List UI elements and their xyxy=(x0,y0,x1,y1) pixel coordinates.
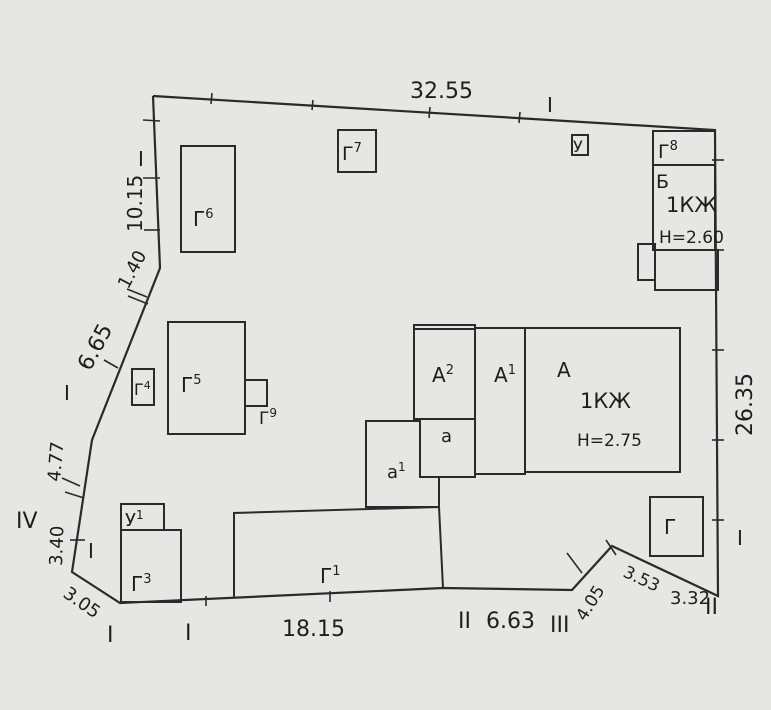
label-g8: Г8 xyxy=(658,139,678,163)
fence-mark-left-upper: I xyxy=(138,147,144,171)
fence-mark-left-mid: I xyxy=(64,381,70,405)
dim-left-diagonal: 6.65 xyxy=(73,320,118,375)
fence-mark-bottom-left: I xyxy=(107,623,114,648)
dim-left-lower: 3.40 xyxy=(46,525,68,566)
dim-bottom-diag1: 4.05 xyxy=(572,582,609,625)
fence-mark-bottom-iii: III xyxy=(550,613,569,638)
label-g4: Г4 xyxy=(134,379,151,399)
fence-mark-bottom-right: II xyxy=(705,595,718,620)
label-u: У xyxy=(573,137,583,156)
dim-left-upper: 10.15 xyxy=(123,175,147,232)
dim-right: 26.35 xyxy=(733,373,758,436)
label-a-height: Н=2.75 xyxy=(577,431,642,451)
fence-mark-right: I xyxy=(737,526,743,550)
dim-bottom-right: 3.32 xyxy=(670,588,710,609)
label-b-height: Н=2.60 xyxy=(659,228,724,248)
dim-top: 32.55 xyxy=(410,79,473,104)
label-b: Б xyxy=(656,171,669,193)
label-a-small: а xyxy=(441,426,452,447)
dim-bottom-mid: 6.63 xyxy=(486,609,535,634)
label-a1: А1 xyxy=(494,363,516,387)
building-g6 xyxy=(180,145,236,253)
fence-mark-left-lower: I xyxy=(88,539,94,563)
fence-mark-left-iv: IV xyxy=(16,509,38,534)
label-b-class: 1КЖ xyxy=(666,193,717,217)
building-g3 xyxy=(120,529,182,603)
building-g7 xyxy=(337,129,377,173)
building-g1 xyxy=(233,505,444,597)
label-g6: Г6 xyxy=(193,207,213,231)
building-a xyxy=(524,327,681,473)
building-u1 xyxy=(120,503,165,531)
fence-mark-bottom-mid: II xyxy=(458,609,471,634)
label-a: А xyxy=(557,358,571,382)
building-g xyxy=(649,496,704,557)
building-g5 xyxy=(167,321,246,435)
fence-ticks xyxy=(61,92,724,606)
dim-bottom-main: 18.15 xyxy=(282,617,345,642)
dim-left-bend: 1.40 xyxy=(114,247,151,292)
building-g9 xyxy=(244,379,268,407)
building-a-small xyxy=(419,418,476,478)
building-g4 xyxy=(131,368,155,406)
label-g: Г xyxy=(664,515,676,539)
label-g5: Г5 xyxy=(181,373,201,397)
building-a1 xyxy=(474,327,526,475)
fence-mark-bottom-left2: I xyxy=(185,621,192,646)
label-g7: Г7 xyxy=(342,141,362,165)
label-a-class: 1КЖ xyxy=(580,389,631,413)
label-u1: У1 xyxy=(125,508,144,531)
building-b-porch xyxy=(637,243,656,281)
building-b-annex xyxy=(654,249,719,291)
building-u xyxy=(571,134,589,156)
dim-left-mid: 4.77 xyxy=(44,441,68,483)
fence-mark-top: I xyxy=(547,93,553,117)
label-g1: Г1 xyxy=(320,564,340,588)
label-g9: Г9 xyxy=(259,406,277,429)
label-g3: Г3 xyxy=(131,572,151,596)
building-a-small1 xyxy=(365,420,440,508)
label-a2: А2 xyxy=(432,363,454,387)
label-a-small1: а1 xyxy=(387,460,406,483)
